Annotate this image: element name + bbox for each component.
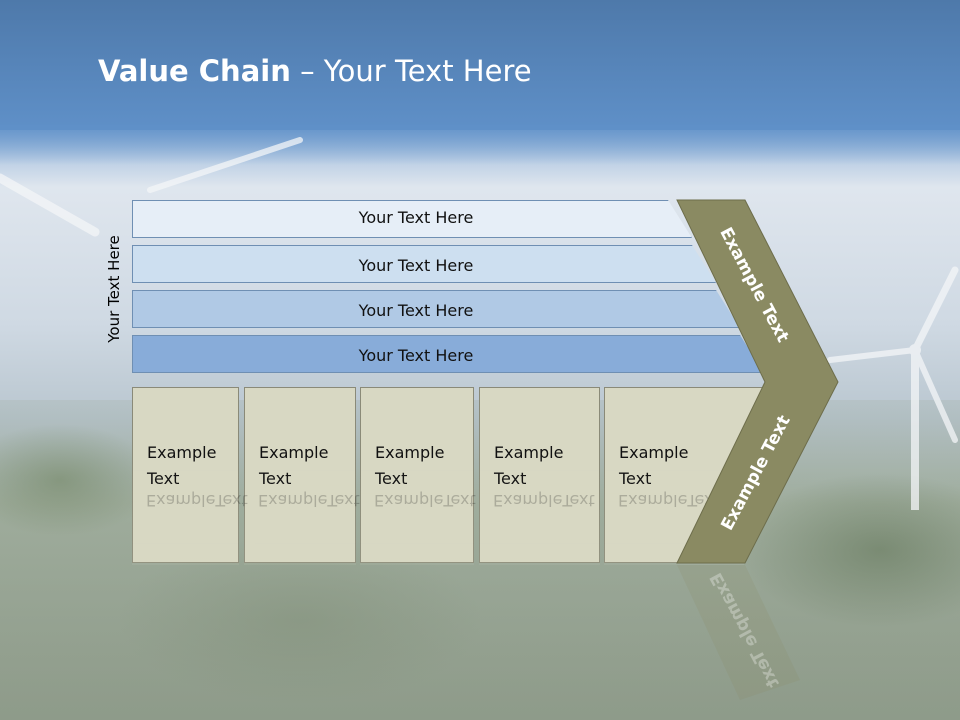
example-box-2-line2: Text [259,469,292,488]
value-chain-bar-4-label: Your Text Here [358,346,474,365]
page-title: Value Chain – Your Text Here [98,54,532,88]
example-box-4-line1: Example [494,443,564,462]
header-band [0,0,960,130]
example-box-3: Example Text [360,387,474,563]
value-chain-bar-1 [132,200,692,238]
example-box-3-line1: Example [375,443,445,462]
value-chain-bar-3 [132,290,740,328]
example-box-3-line2: Text [375,469,408,488]
example-box-5-line2: Text [619,469,652,488]
example-box-4-line2: Text [494,469,527,488]
header-fade [0,125,960,165]
example-box-1-line2: Text [147,469,180,488]
example-box-4: Example Text [479,387,600,563]
value-chain-bar-4 [132,335,764,373]
value-chain-bar-2 [132,245,716,283]
example-box-5-line1: Example [619,443,689,462]
example-box-2-line1: Example [259,443,329,462]
example-box-1: Example Text [132,387,239,563]
example-box-2: Example Text [244,387,356,563]
value-chain-bar-3-label: Your Text Here [358,301,474,320]
value-chain-bar-1-label: Your Text Here [358,208,474,227]
value-chain-bar-2-label: Your Text Here [358,256,474,275]
example-box-1-line1: Example [147,443,217,462]
